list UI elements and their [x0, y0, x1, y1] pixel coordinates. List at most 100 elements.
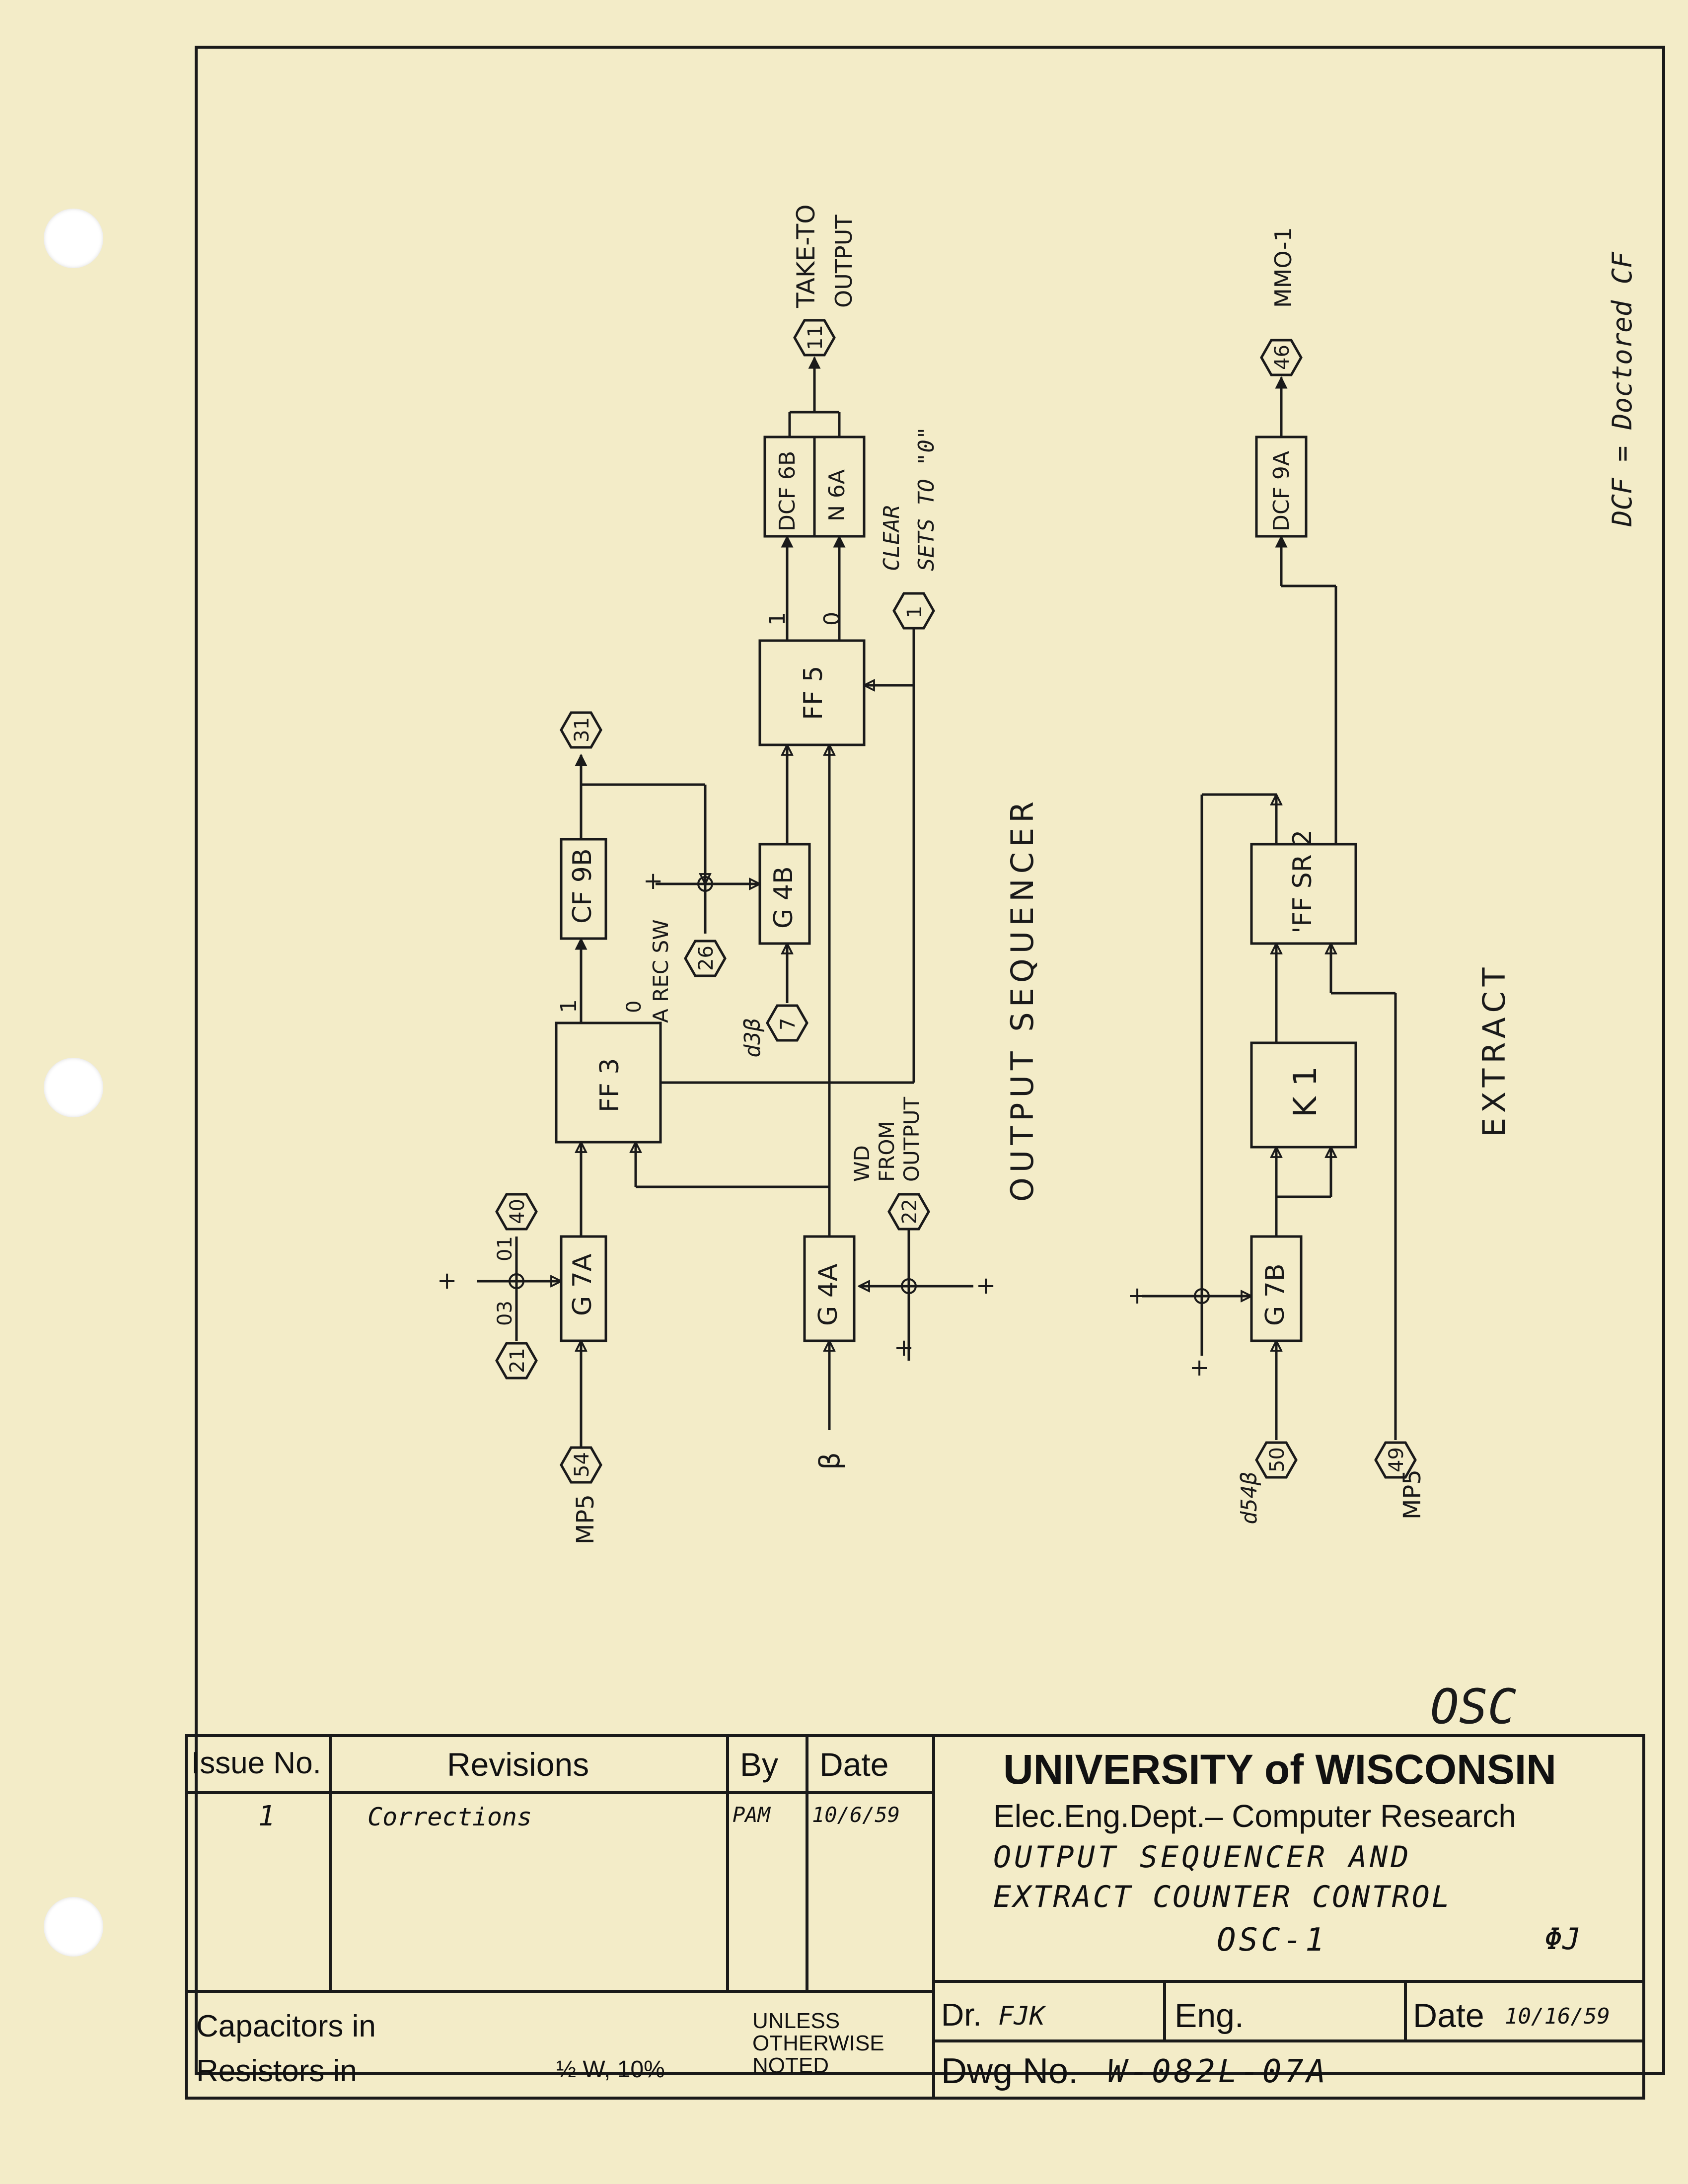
terminal-50-hex: [1255, 1441, 1298, 1479]
unless-1: UNLESS: [752, 2009, 840, 2033]
terminal-21-hex: [495, 1342, 538, 1380]
label-plus-2: +: [643, 867, 663, 895]
revisions-header: Revisions: [447, 1746, 589, 1783]
label-sets-to-0: SETS TO "0": [914, 427, 939, 571]
terminal-31: 31: [571, 717, 593, 742]
block-k1: [1250, 1041, 1357, 1149]
date-header: Date: [819, 1746, 889, 1783]
junction-21-40: [509, 1273, 524, 1289]
label-ffsr2: 'FF SR 2: [1288, 830, 1318, 934]
block-g4a: [803, 1235, 856, 1342]
terminal-46-hex: [1260, 339, 1303, 376]
label-mp5-bottom: MP5: [1398, 1469, 1426, 1520]
resistors-note: Resistors in: [196, 2054, 357, 2088]
terminal-7: 7: [777, 1018, 800, 1030]
dcf-note: DCF = Doctored CF: [1607, 251, 1638, 527]
block-ffsr2: [1250, 843, 1357, 945]
by-header: By: [740, 1746, 779, 1783]
issue-header: Issue No.: [191, 1746, 321, 1780]
title-block-frame: [185, 1734, 1645, 2100]
label-g4a: G 4A: [813, 1263, 843, 1326]
terminal-49: 49: [1385, 1447, 1408, 1472]
dwg-no-value: W-082L-07A: [1107, 2053, 1329, 2090]
label-cf9b: CF 9B: [568, 848, 597, 924]
punch-hole-top: [44, 209, 103, 268]
label-plus-4: +: [894, 1334, 914, 1362]
punch-hole-middle: [44, 1058, 103, 1117]
label-output: OUTPUT: [830, 215, 857, 308]
terminal-54: 54: [571, 1452, 593, 1477]
label-d3b: d3β: [740, 1019, 765, 1058]
osc-mark: OSC: [1430, 1679, 1516, 1735]
date-value: 10/16/59: [1505, 2004, 1610, 2029]
junction-g7b: [1194, 1288, 1210, 1304]
block-ff3: [555, 1021, 662, 1144]
drawing-code: OSC-1: [1217, 1922, 1327, 1959]
label-ff3: FF 3: [595, 1058, 625, 1112]
date-1: 10/6/59: [812, 1803, 900, 1827]
terminal-26: 26: [695, 946, 718, 971]
label-take-to: TAKE-TO: [792, 204, 820, 308]
terminal-1: 1: [903, 606, 926, 618]
section-output-sequencer: OUTPUT SEQUENCER: [1004, 797, 1040, 1202]
section-extract: EXTRACT: [1476, 963, 1512, 1137]
block-dcf6b: [763, 436, 816, 538]
label-g7b: G 7B: [1260, 1263, 1290, 1326]
date-label: Date: [1413, 1997, 1484, 2035]
label-dcf6b: DCF 6B: [775, 451, 800, 531]
drawing-title-1: OUTPUT SEQUENCER AND: [993, 1840, 1412, 1875]
unless-2: OTHERWISE: [752, 2031, 884, 2055]
drawing-border: [195, 46, 1665, 2075]
terminal-22-hex: [887, 1193, 930, 1231]
label-output2: OUTPUT: [899, 1096, 924, 1182]
label-g4b: G 4B: [769, 866, 799, 929]
capacitors-note: Capacitors in: [196, 2009, 376, 2043]
junction-26: [697, 876, 713, 892]
terminal-46: 46: [1271, 345, 1294, 370]
drawing-mark: ΦJ: [1544, 1922, 1581, 1957]
label-ff3-zero: 0: [623, 1001, 646, 1013]
drawing-title-2: EXTRACT COUNTER CONTROL: [993, 1880, 1452, 1914]
revision-1: Corrections: [367, 1803, 532, 1831]
label-mmo1: MMO-1: [1270, 227, 1297, 308]
label-ff5-one: 1: [765, 612, 790, 626]
terminal-7-hex: [766, 1004, 808, 1042]
label-a-rec-sw: A REC SW: [649, 919, 673, 1023]
label-wd: WD: [850, 1145, 874, 1182]
label-ff3-one: 1: [556, 999, 582, 1013]
eng-label: Eng.: [1174, 1997, 1244, 2035]
label-beta: β: [814, 1452, 846, 1470]
label-plus-5: +: [1127, 1282, 1147, 1310]
terminal-1-hex: [892, 592, 935, 630]
terminal-49-hex: [1374, 1441, 1417, 1479]
block-g7b: [1250, 1235, 1303, 1342]
terminal-21: 21: [506, 1348, 529, 1373]
drawn-by-label: Dr.: [941, 1997, 982, 2033]
label-k1: K 1: [1287, 1066, 1324, 1117]
block-n6a: [813, 436, 866, 538]
label-from: FROM: [875, 1121, 899, 1182]
label-clear: CLEAR: [879, 506, 904, 571]
terminal-40: 40: [506, 1199, 529, 1224]
label-mp5-top: MP5: [572, 1494, 599, 1544]
label-dcf9a: DCF 9A: [1269, 451, 1294, 531]
block-cf9b: [560, 838, 607, 940]
label-01: 01: [494, 1236, 516, 1261]
unless-3: NOTED: [752, 2053, 829, 2078]
label-ff5: FF 5: [799, 666, 828, 720]
terminal-31-hex: [560, 711, 602, 749]
resistor-value: ½ W, 10%: [556, 2056, 665, 2083]
university-name: UNIVERSITY of WISCONSIN: [1003, 1746, 1556, 1793]
terminal-26-hex: [684, 940, 727, 977]
label-ff5-zero: 0: [819, 612, 845, 626]
label-g7a: G 7A: [568, 1253, 597, 1316]
block-g7a: [560, 1235, 607, 1342]
terminal-11-hex: [793, 319, 836, 357]
terminal-50: 50: [1266, 1447, 1289, 1472]
by-1: PAM: [733, 1803, 770, 1827]
terminal-11: 11: [804, 325, 827, 350]
label-d54b: d54β: [1237, 1472, 1262, 1525]
punch-hole-bottom: [44, 1897, 103, 1957]
